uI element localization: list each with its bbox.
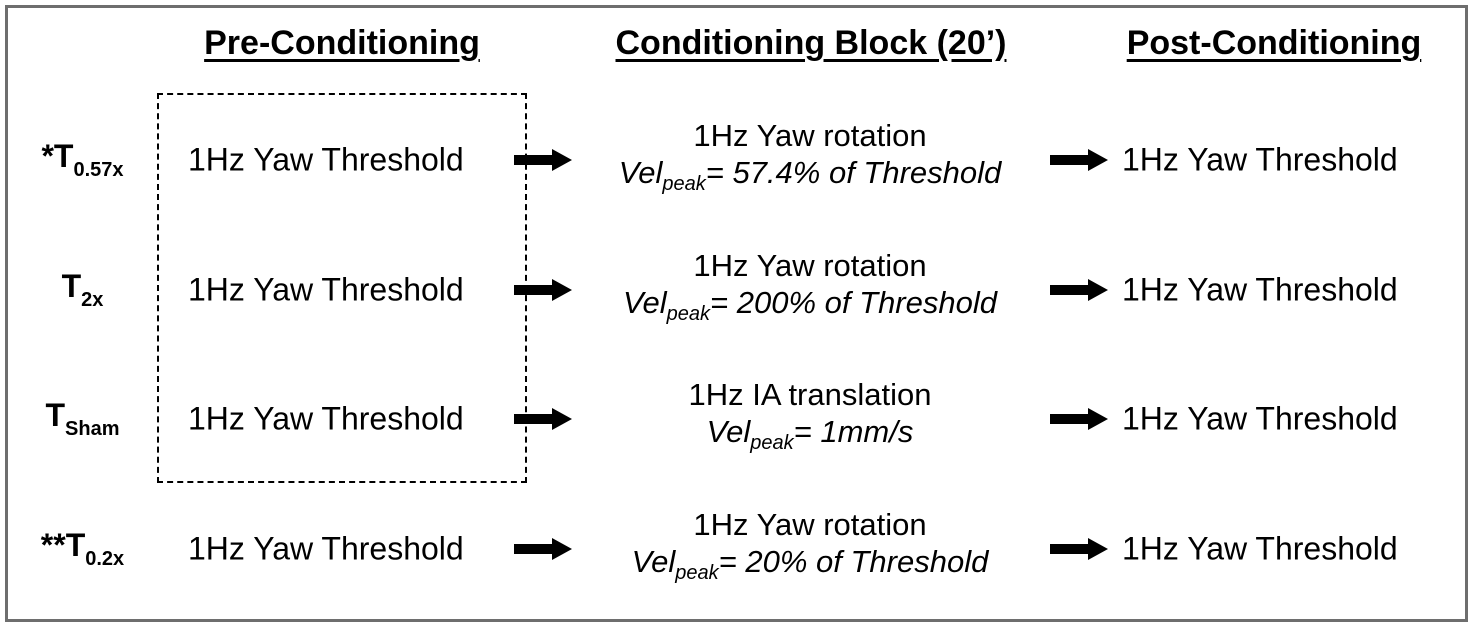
header-post-conditioning: Post-Conditioning [1126, 24, 1422, 62]
diagram-frame [5, 5, 1468, 622]
right-arrow-icon [1050, 279, 1108, 301]
condition-label: T2x [61, 268, 104, 311]
condition-label: TSham [45, 397, 120, 440]
peak-velocity: Velpeak= 200% of Threshold [623, 285, 997, 325]
right-arrow-icon [514, 538, 572, 560]
condition-row: TSham 1Hz Yaw Threshold 1Hz IA translati… [0, 364, 1477, 474]
pre-threshold-label: 1Hz Yaw Threshold [188, 141, 464, 178]
condition-row: **T0.2x 1Hz Yaw Threshold 1Hz Yaw rotati… [0, 494, 1477, 604]
peak-velocity: Velpeak= 57.4% of Threshold [618, 155, 1002, 195]
conditioning-block-text: 1Hz Yaw rotation Velpeak= 20% of Thresho… [555, 506, 1065, 592]
pre-threshold-label: 1Hz Yaw Threshold [188, 271, 464, 308]
header-conditioning-block: Conditioning Block (20’) [615, 24, 1007, 62]
pre-threshold-label: 1Hz Yaw Threshold [188, 400, 464, 437]
condition-label: *T0.57x [41, 138, 124, 181]
condition-row: T2x 1Hz Yaw Threshold 1Hz Yaw rotation V… [0, 235, 1477, 345]
condition-label: **T0.2x [40, 527, 125, 570]
condition-row: *T0.57x 1Hz Yaw Threshold 1Hz Yaw rotati… [0, 105, 1477, 215]
right-arrow-icon [1050, 408, 1108, 430]
post-threshold-label: 1Hz Yaw Threshold [1122, 271, 1398, 308]
post-threshold-label: 1Hz Yaw Threshold [1122, 400, 1398, 437]
conditioning-block-text: 1Hz Yaw rotation Velpeak= 200% of Thresh… [555, 247, 1065, 333]
conditioning-type: 1Hz Yaw rotation [693, 507, 927, 542]
conditioning-block-text: 1Hz IA translation Velpeak= 1mm/s [555, 376, 1065, 462]
peak-velocity: Velpeak= 1mm/s [706, 414, 914, 454]
peak-velocity: Velpeak= 20% of Threshold [631, 544, 989, 584]
right-arrow-icon [514, 149, 572, 171]
right-arrow-icon [1050, 149, 1108, 171]
conditioning-type: 1Hz IA translation [688, 377, 932, 412]
conditioning-type: 1Hz Yaw rotation [693, 118, 927, 153]
post-threshold-label: 1Hz Yaw Threshold [1122, 141, 1398, 178]
conditioning-block-text: 1Hz Yaw rotation Velpeak= 57.4% of Thres… [555, 117, 1065, 203]
right-arrow-icon [514, 279, 572, 301]
header-pre-conditioning: Pre-Conditioning [204, 24, 480, 62]
right-arrow-icon [1050, 538, 1108, 560]
conditioning-type: 1Hz Yaw rotation [693, 248, 927, 283]
pre-threshold-label: 1Hz Yaw Threshold [188, 530, 464, 567]
post-threshold-label: 1Hz Yaw Threshold [1122, 530, 1398, 567]
right-arrow-icon [514, 408, 572, 430]
